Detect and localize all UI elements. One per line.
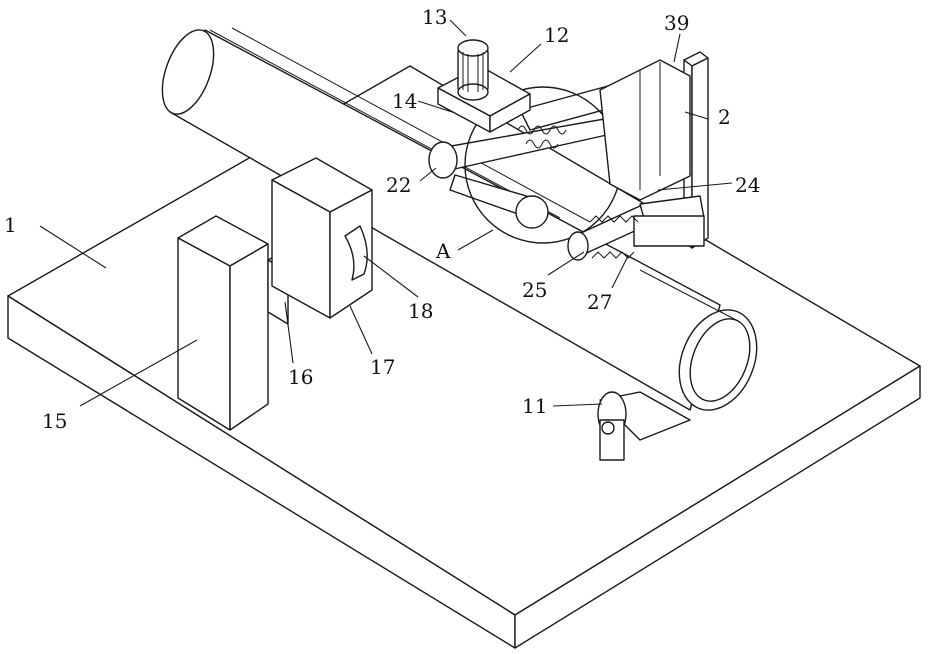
label-14: 14 bbox=[392, 89, 417, 113]
label-22: 22 bbox=[386, 173, 411, 197]
label-11: 11 bbox=[522, 394, 547, 418]
label-1: 1 bbox=[4, 213, 17, 237]
label-2: 2 bbox=[718, 105, 731, 129]
label-24: 24 bbox=[735, 173, 760, 197]
label-13: 13 bbox=[422, 5, 447, 29]
label-15: 15 bbox=[42, 409, 67, 433]
clamp-assembly bbox=[268, 158, 372, 324]
label-12: 12 bbox=[544, 23, 569, 47]
label-17: 17 bbox=[370, 355, 395, 379]
label-18: 18 bbox=[408, 299, 433, 323]
label-25: 25 bbox=[522, 278, 547, 302]
label-27: 27 bbox=[587, 290, 612, 314]
label-39: 39 bbox=[664, 11, 689, 35]
label-16: 16 bbox=[288, 365, 313, 389]
label-a: A bbox=[435, 239, 451, 263]
post-15 bbox=[178, 216, 268, 430]
